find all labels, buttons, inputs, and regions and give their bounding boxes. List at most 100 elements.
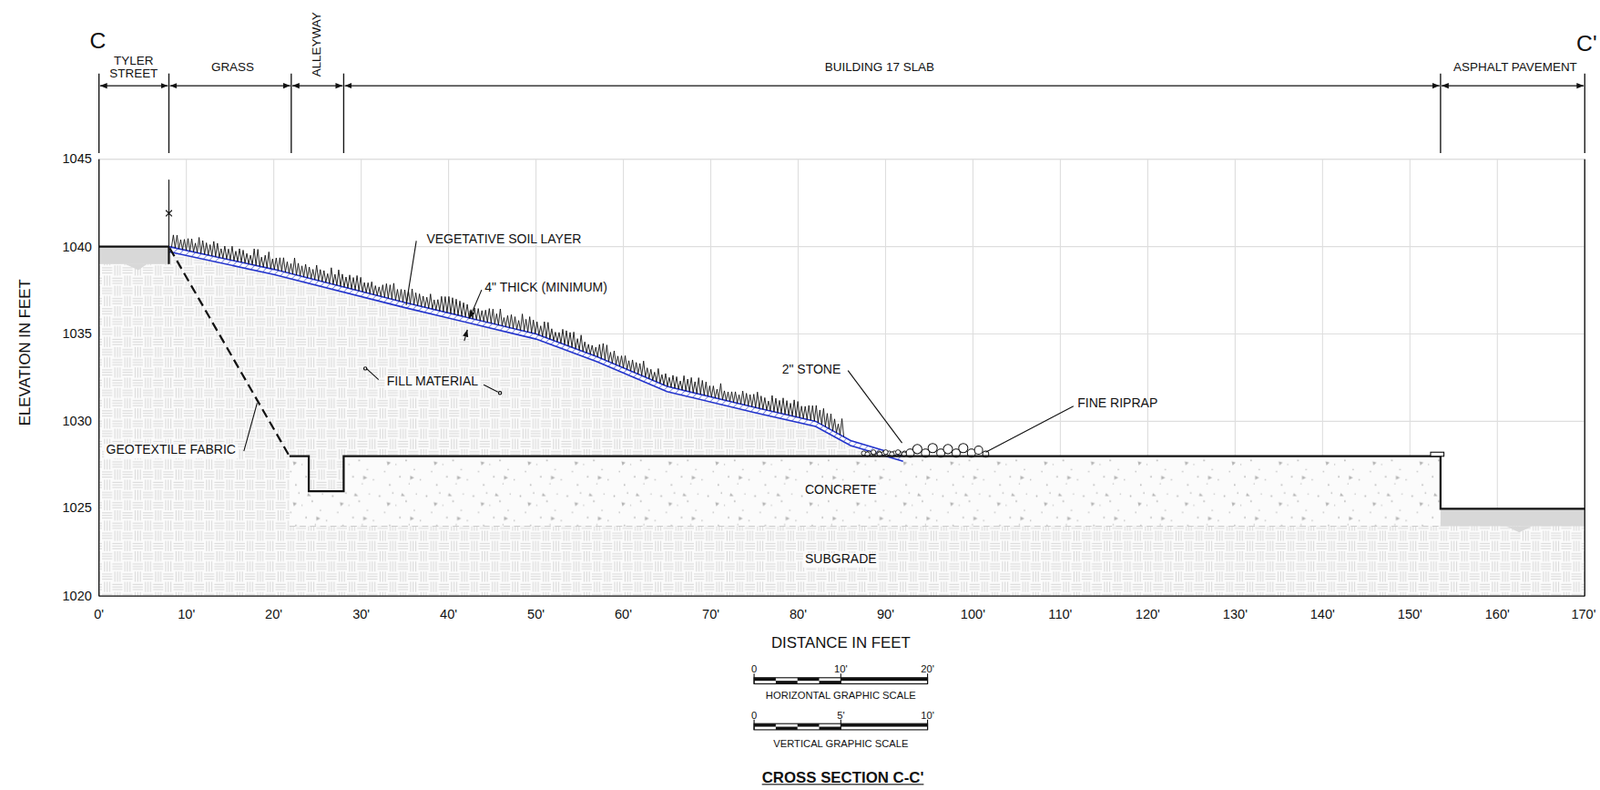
scale-block	[819, 680, 842, 683]
elevation-tick: 1030	[61, 413, 92, 429]
scale-tick	[840, 719, 842, 730]
stone-symbol	[895, 449, 900, 455]
leader-line	[847, 370, 902, 444]
header-tick	[168, 73, 170, 153]
stone-symbol	[883, 449, 888, 455]
scale-label: VERTICAL GRAPHIC SCALE	[773, 736, 908, 748]
distance-tick: 20'	[264, 606, 283, 622]
scale-label: 0	[751, 662, 757, 674]
grass-symbol	[171, 234, 844, 437]
riprap-symbol	[958, 443, 969, 453]
leader-line	[366, 367, 378, 379]
callout-label: VEGETATIVE SOIL LAYER	[426, 233, 581, 247]
street-surface	[99, 245, 170, 248]
callout-label: CONCRETE	[803, 483, 879, 498]
leader-dot	[498, 391, 501, 395]
header-tick	[343, 73, 345, 153]
axis-line	[98, 159, 100, 596]
distance-tick: 140'	[1310, 606, 1336, 622]
fence-symbol	[165, 210, 173, 217]
callout-label: 4" THICK (MINIMUM)	[484, 281, 608, 296]
callout-label: SUBGRADE	[803, 552, 879, 567]
scale-block	[754, 723, 776, 726]
scale-block	[754, 677, 776, 681]
zone-label: ASPHALT PAVEMENT	[1453, 61, 1578, 76]
scale-block	[840, 677, 928, 681]
scale-label: 20'	[920, 662, 935, 674]
callout-label: 2" STONE	[782, 363, 842, 378]
scale-label: 10'	[834, 662, 848, 674]
grid-line	[99, 245, 1586, 247]
leader-line	[406, 240, 417, 306]
scale-tick	[840, 672, 842, 683]
geotextile-fabric	[169, 248, 289, 457]
section-mark: C'	[1576, 31, 1598, 57]
dimension-line	[1441, 85, 1584, 87]
vegetative-soil-layer	[168, 246, 903, 462]
callout-label: FINE RIPRAP	[1077, 397, 1158, 411]
distance-tick: 80'	[789, 606, 807, 622]
leader-arrow	[468, 289, 481, 318]
grid-line	[99, 595, 1586, 597]
riprap-symbol	[927, 443, 938, 453]
stone-symbol	[871, 449, 877, 455]
scale-tick	[927, 719, 928, 730]
axis-line	[99, 595, 1586, 597]
riprap-symbol	[943, 444, 953, 454]
elevation-tick: 1035	[61, 326, 92, 342]
scale-block	[840, 723, 928, 726]
riprap-symbol	[974, 446, 983, 455]
drawing-title: CROSS SECTION C-C'	[762, 768, 925, 785]
scale-tick	[754, 672, 755, 683]
asphalt-texture	[124, 264, 147, 271]
callout-label: GEOTEXTILE FABRIC	[103, 443, 238, 458]
riprap-symbol	[912, 444, 922, 454]
zone-label: TYLER STREET	[101, 53, 165, 82]
scale-block	[797, 677, 820, 681]
plot-area	[99, 159, 1586, 596]
asphalt-pavement	[1440, 508, 1585, 526]
soil-top-line	[168, 246, 903, 457]
header-tick	[290, 73, 292, 153]
scale-block	[775, 726, 798, 730]
scale-label: 10'	[920, 708, 935, 720]
grid-line	[98, 159, 100, 596]
header-tick	[1439, 73, 1441, 153]
dimension-line	[345, 85, 1440, 87]
callout-label: FILL MATERIAL	[384, 375, 480, 389]
slab-surface	[289, 456, 1585, 510]
distance-tick: 160'	[1485, 606, 1510, 622]
scale-block	[819, 726, 842, 730]
dimension-line	[170, 85, 291, 87]
grid-line	[1584, 159, 1586, 596]
header-tick	[1584, 73, 1586, 153]
distance-tick: 130'	[1222, 606, 1248, 622]
distance-tick: 10'	[177, 606, 195, 622]
distance-tick: 120'	[1135, 606, 1161, 622]
elevation-tick: 1020	[61, 588, 92, 603]
header-tick	[98, 73, 100, 153]
leader-dot	[363, 366, 367, 370]
distance-tick: 110'	[1048, 606, 1072, 622]
scale-block	[775, 680, 798, 683]
scale-tick	[754, 719, 755, 730]
section-mark: C	[90, 28, 107, 53]
leader-line	[244, 402, 258, 451]
distance-tick: 30'	[352, 606, 370, 622]
distance-tick: 90'	[876, 606, 895, 622]
distance-tick: 170'	[1570, 606, 1596, 622]
elevation-tick: 1025	[61, 500, 92, 516]
scale-label: 5'	[836, 708, 845, 720]
axis-line	[1584, 159, 1586, 596]
soil-bottom-line	[168, 251, 903, 461]
distance-tick: 100'	[960, 606, 986, 622]
dimension-line	[292, 85, 343, 87]
zone-label: BUILDING 17 SLAB	[825, 61, 935, 76]
distance-tick: 0'	[93, 606, 104, 622]
distance-tick: 70'	[702, 606, 720, 622]
grid-line	[99, 158, 1586, 160]
street-asphalt	[99, 246, 170, 265]
zone-label: GRASS	[211, 61, 255, 76]
distance-tick: 150'	[1397, 606, 1423, 622]
leader-line	[483, 384, 499, 392]
